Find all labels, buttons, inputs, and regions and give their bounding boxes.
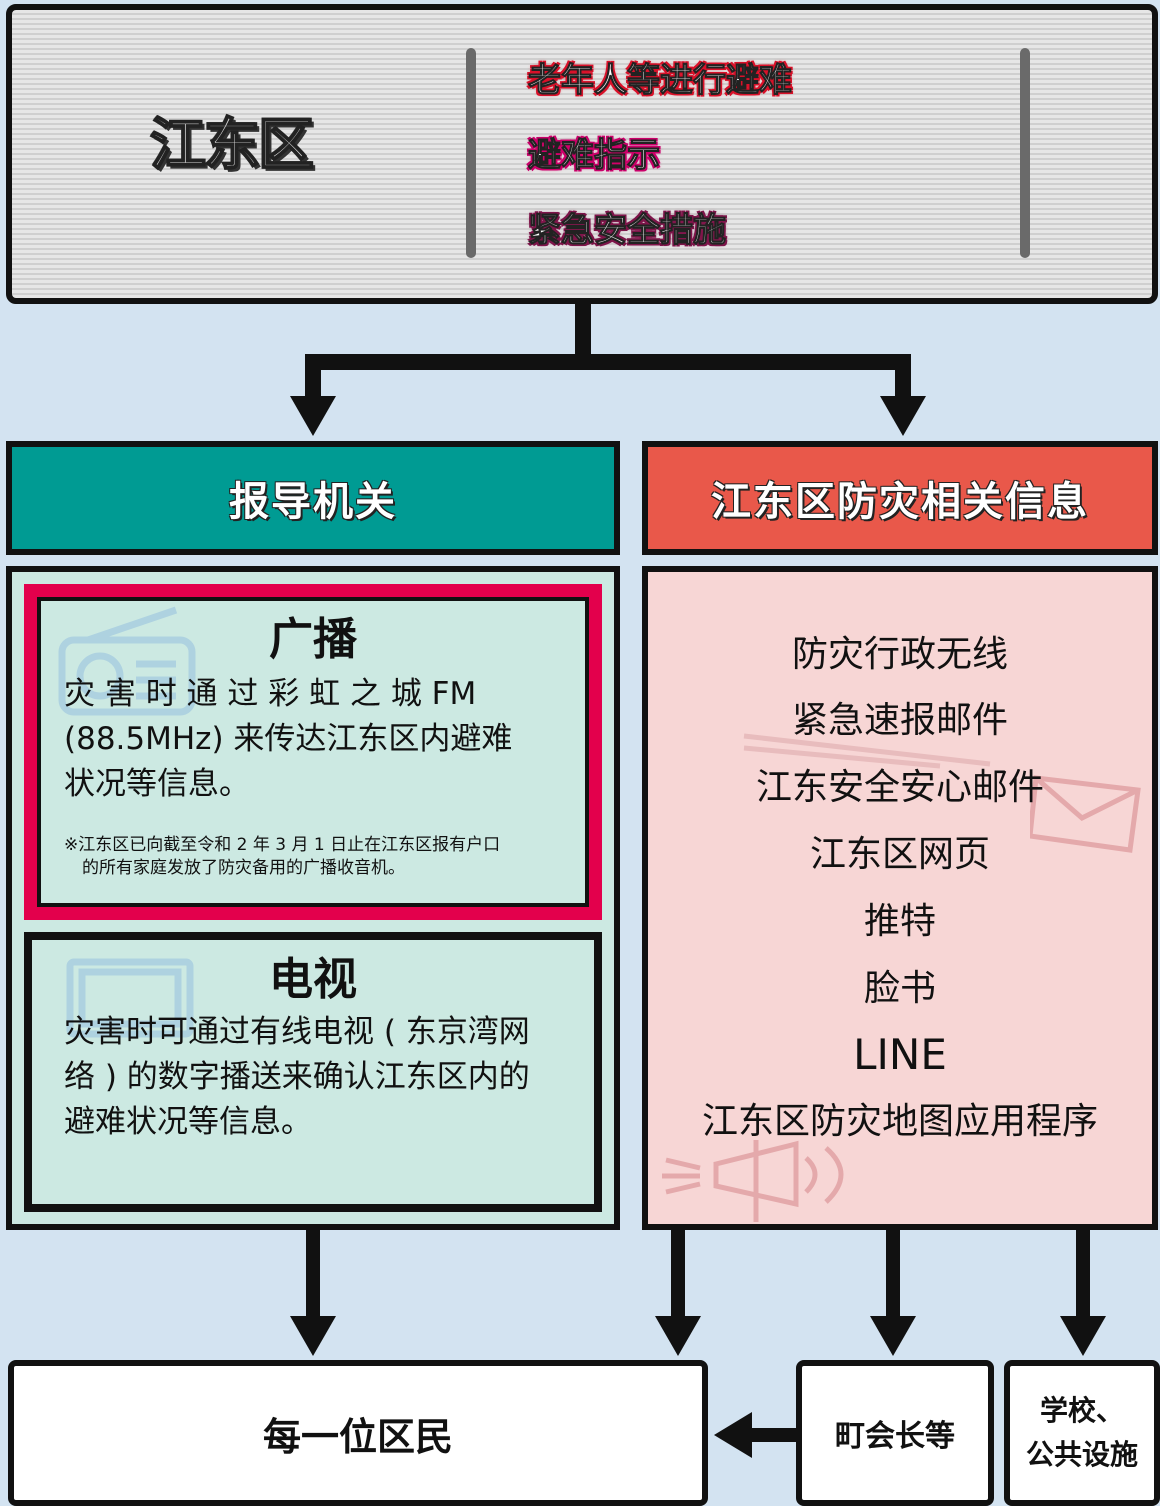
- split-line: [305, 354, 911, 398]
- radio-note-line-2: 的所有家庭发放了防灾备用的广播收音机。: [82, 858, 405, 878]
- info-item-ward-website: 江东区网页: [809, 834, 990, 875]
- speed-lines-icon: [743, 733, 991, 769]
- info-panel: [642, 566, 1158, 1230]
- residents-box: 每一位区民: [8, 1360, 708, 1506]
- radio-title: 广播: [269, 614, 357, 665]
- info-header: 江东区防灾相关信息: [642, 441, 1158, 555]
- chiefs-box: 町会长等: [796, 1360, 994, 1506]
- tv-icon: [66, 958, 194, 1038]
- radio-icon: [58, 606, 196, 716]
- radio-note-line-1: ※江东区已向截至令和 2 年 3 月 1 日止在江东区报有户口: [64, 835, 501, 855]
- tv-body-line-1: 灾害时可通过有线电视 ( 东京湾网: [64, 1014, 530, 1050]
- info-item-emergency-mail: 紧急速报邮件: [791, 700, 1008, 741]
- ward-title: 江东区: [149, 112, 315, 179]
- radio-body-line-1: 灾 害 时 通 过 彩 虹 之 城 FM: [64, 676, 477, 712]
- tv-body-line-3: 避难状况等信息。: [64, 1104, 312, 1140]
- alert-emergency-safety: 紧急安全措施: [528, 210, 727, 250]
- arrowhead-schools: [1060, 1316, 1106, 1356]
- schools-box: 学校、 公共设施: [1004, 1360, 1160, 1506]
- arrowhead-residents-2: [655, 1316, 701, 1356]
- arrowhead-residents-1: [290, 1316, 336, 1356]
- tv-box: [24, 932, 602, 1212]
- media-header: 报导机关: [6, 441, 620, 555]
- alert-elderly-evacuation: 老年人等进行避难: [528, 60, 793, 100]
- tv-body-line-2: 络 ) 的数字播送来确认江东区内的: [64, 1059, 530, 1095]
- arrowhead-chiefs-to-residents: [714, 1412, 752, 1458]
- schools-label-line-1: 学校、: [1039, 1394, 1124, 1427]
- right-divider: [1020, 48, 1030, 258]
- info-item-disaster-radio: 防灾行政无线: [791, 634, 1008, 675]
- megaphone-icon: [662, 1140, 844, 1222]
- radio-body-line-2: (88.5MHz) 来传达江东区内避难: [64, 721, 513, 757]
- info-item-facebook: 脸书: [863, 968, 936, 1009]
- ward-box: [6, 4, 1158, 304]
- info-item-twitter: 推特: [863, 901, 936, 942]
- residents-label: 每一位区民: [262, 1414, 453, 1459]
- tv-title: 电视: [269, 954, 357, 1005]
- left-divider: [466, 48, 476, 258]
- info-item-disaster-map-app: 江东区防灾地图应用程序: [701, 1101, 1098, 1142]
- alert-evacuation-order: 避难指示: [528, 135, 661, 175]
- arrow-to-media: [290, 396, 336, 436]
- arrowhead-chiefs: [870, 1316, 916, 1356]
- chiefs-label: 町会长等: [835, 1419, 955, 1454]
- schools-label-line-2: 公共设施: [1025, 1438, 1138, 1471]
- radio-inner-frame: [37, 597, 589, 907]
- arrow-to-info: [880, 396, 926, 436]
- info-item-line: LINE: [853, 1030, 947, 1079]
- info-item-koto-safety-mail: 江东安全安心邮件: [755, 767, 1044, 808]
- mail-icon: [1030, 775, 1141, 853]
- radio-body-line-3: 状况等信息。: [64, 766, 250, 802]
